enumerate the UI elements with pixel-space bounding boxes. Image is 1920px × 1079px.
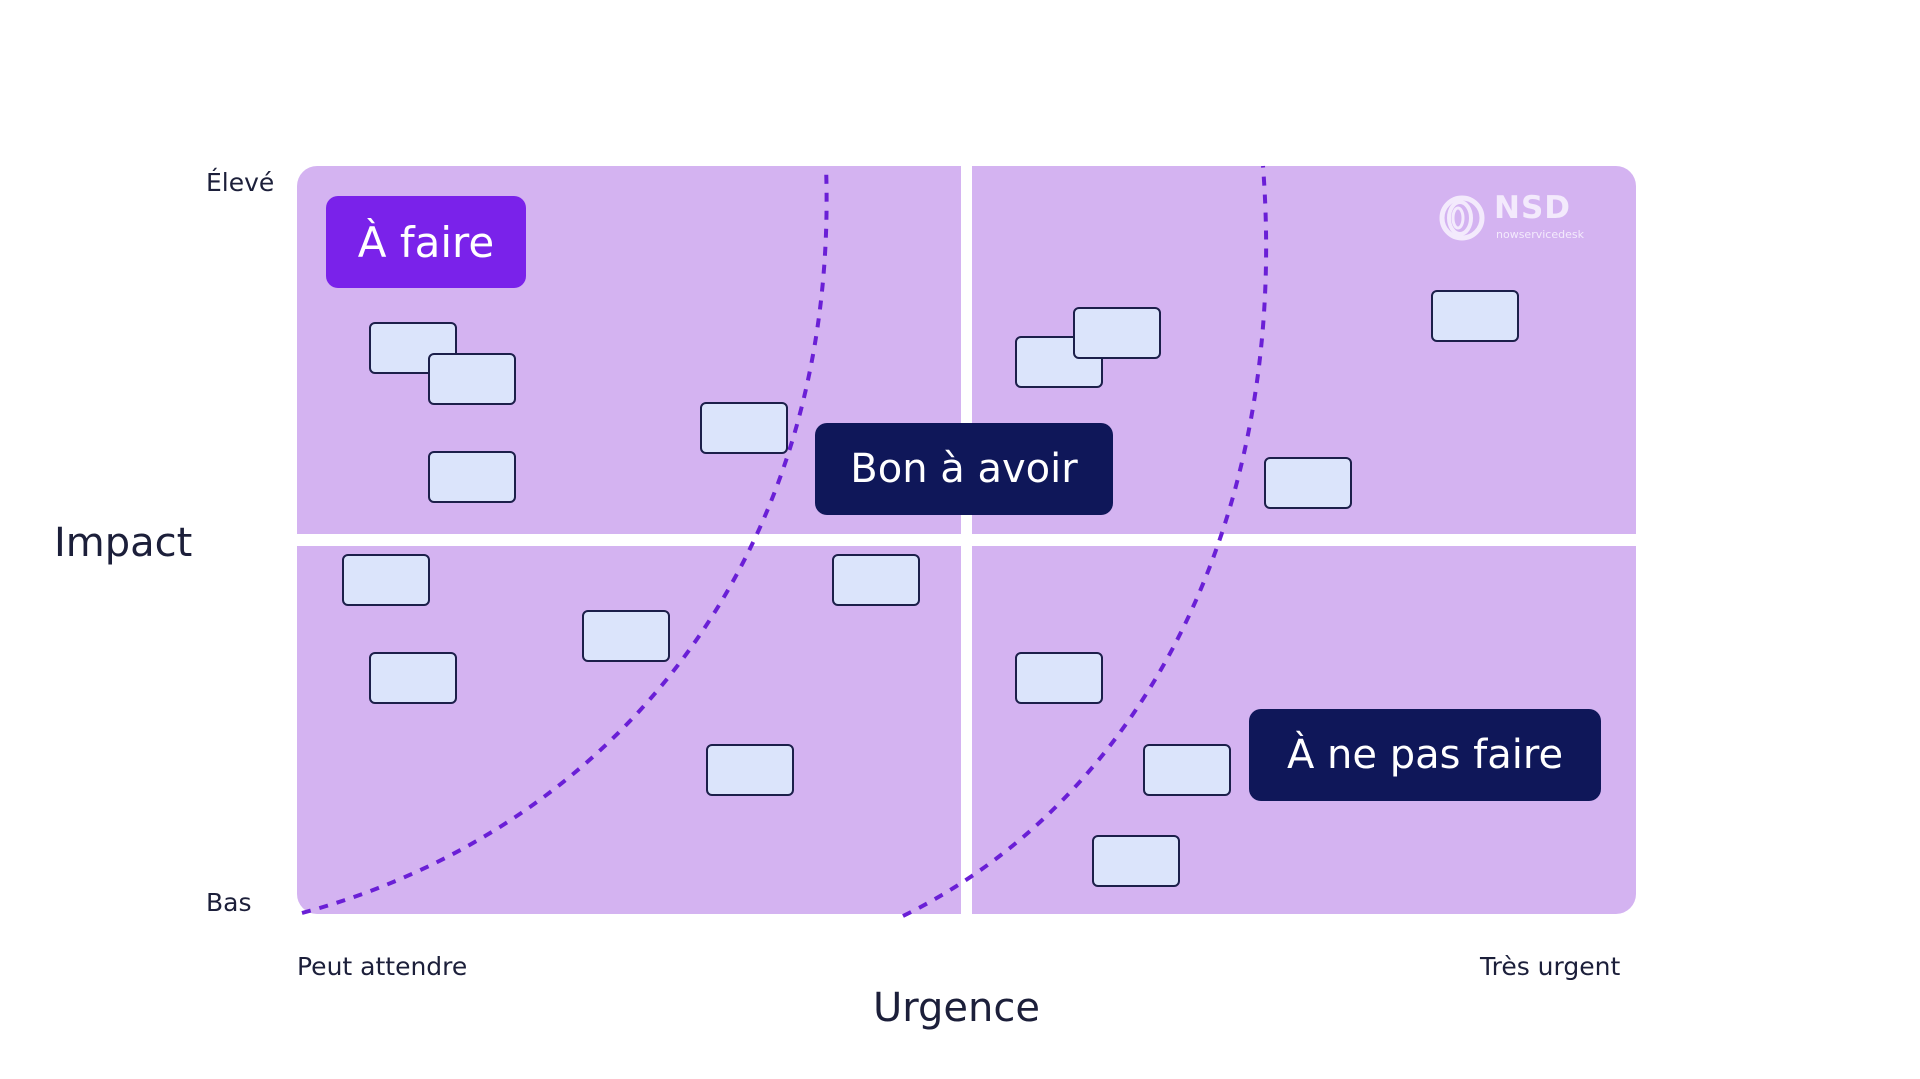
- task-card[interactable]: [1143, 744, 1231, 796]
- task-card[interactable]: [428, 451, 516, 503]
- task-card[interactable]: [700, 402, 788, 454]
- y-axis-low-label: Bas: [206, 888, 252, 917]
- task-card[interactable]: [1264, 457, 1352, 509]
- task-card[interactable]: [428, 353, 516, 405]
- y-axis-title: Impact: [54, 520, 193, 566]
- x-axis-title: Urgence: [873, 985, 1040, 1031]
- label-nice-to-have: Bon à avoir: [815, 423, 1113, 515]
- task-card[interactable]: [1015, 652, 1103, 704]
- label-do: À faire: [326, 196, 526, 288]
- x-axis-low-label: Peut attendre: [297, 952, 468, 981]
- logo-tagline: nowservicedesk: [1496, 228, 1584, 241]
- task-card[interactable]: [1431, 290, 1519, 342]
- task-card[interactable]: [706, 744, 794, 796]
- nsd-ring-icon: [1439, 195, 1485, 241]
- x-axis-high-label: Très urgent: [1480, 952, 1621, 981]
- label-dont-do: À ne pas faire: [1249, 709, 1601, 801]
- task-card[interactable]: [1092, 835, 1180, 887]
- nsd-logo: NSD nowservicedesk: [1438, 190, 1608, 246]
- task-card[interactable]: [832, 554, 920, 606]
- task-card[interactable]: [582, 610, 670, 662]
- task-card[interactable]: [369, 652, 457, 704]
- task-card[interactable]: [1073, 307, 1161, 359]
- task-card[interactable]: [342, 554, 430, 606]
- y-axis-high-label: Élevé: [206, 168, 275, 197]
- logo-name: NSD: [1494, 190, 1572, 226]
